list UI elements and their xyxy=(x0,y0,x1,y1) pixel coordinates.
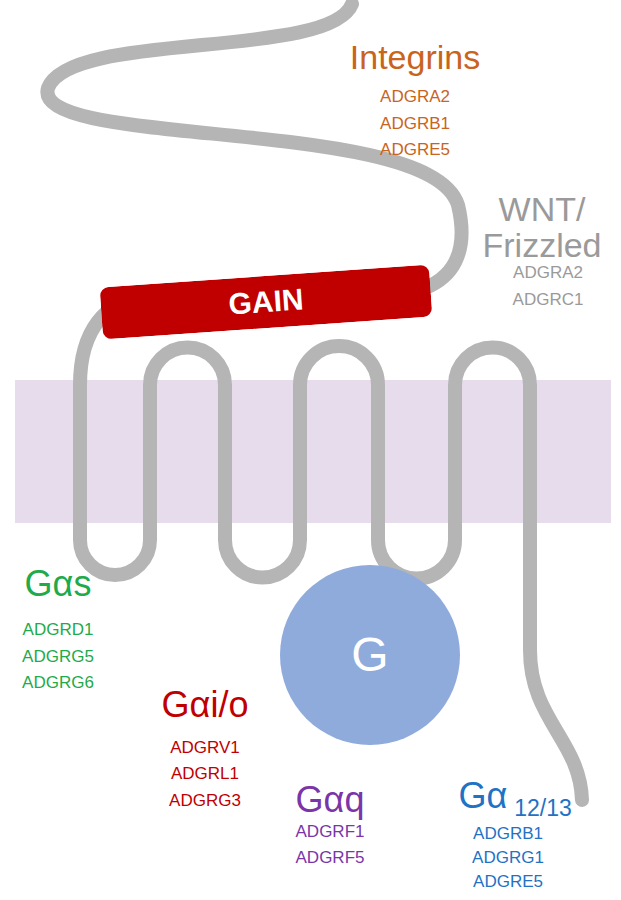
receptor-name: ADGRG6 xyxy=(22,674,94,692)
receptor-name: ADGRE5 xyxy=(473,873,543,891)
receptor-name: ADGRE5 xyxy=(380,141,450,159)
g-protein-circle: G xyxy=(280,565,460,745)
receptor-name: ADGRD1 xyxy=(23,621,94,639)
pathway-heading: Gαq xyxy=(296,781,365,819)
receptor-name: ADGRG5 xyxy=(22,648,94,666)
receptor-name: ADGRG1 xyxy=(472,849,544,867)
pathway-heading: Gαs xyxy=(25,565,92,603)
receptor-name: ADGRB1 xyxy=(473,825,543,843)
receptor-name: ADGRC1 xyxy=(513,291,584,309)
receptor-name: ADGRG3 xyxy=(169,792,241,810)
transmembrane-helices xyxy=(80,292,582,800)
node-label: G xyxy=(351,631,388,679)
pathway-subscript: 12/13 xyxy=(514,796,572,820)
membrane-band xyxy=(15,380,611,523)
pathway-heading: WNT/ Frizzled xyxy=(467,192,617,263)
receptor-name: ADGRA2 xyxy=(380,88,450,106)
receptor-name: ADGRF5 xyxy=(296,849,365,867)
receptor-name: ADGRL1 xyxy=(171,765,239,783)
node-label: GAIN xyxy=(228,284,305,319)
receptor-name: ADGRF1 xyxy=(296,823,365,841)
gain-domain-box: GAIN xyxy=(100,265,433,340)
receptor-name: ADGRB1 xyxy=(380,115,450,133)
pathway-heading: Integrins xyxy=(350,40,480,76)
pathway-heading: Gα xyxy=(459,777,508,815)
receptor-name: ADGRA2 xyxy=(513,264,583,282)
receptor-name: ADGRV1 xyxy=(170,739,240,757)
pathway-heading: Gαi/o xyxy=(162,686,249,724)
